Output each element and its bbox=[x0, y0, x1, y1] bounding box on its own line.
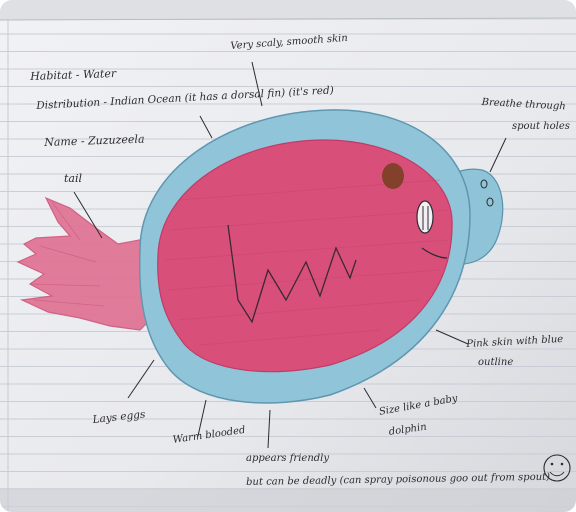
friendly-label: appears friendly bbox=[246, 452, 329, 465]
page-bottom-shadow bbox=[0, 488, 576, 512]
pink-skin-label-2: outline bbox=[478, 356, 513, 369]
tail-label: tail bbox=[64, 172, 82, 185]
breathe-label-2: spout holes bbox=[512, 120, 570, 133]
page-top-edge bbox=[0, 0, 576, 20]
brown-eye-spot bbox=[382, 163, 404, 189]
fish-eye bbox=[417, 201, 433, 233]
